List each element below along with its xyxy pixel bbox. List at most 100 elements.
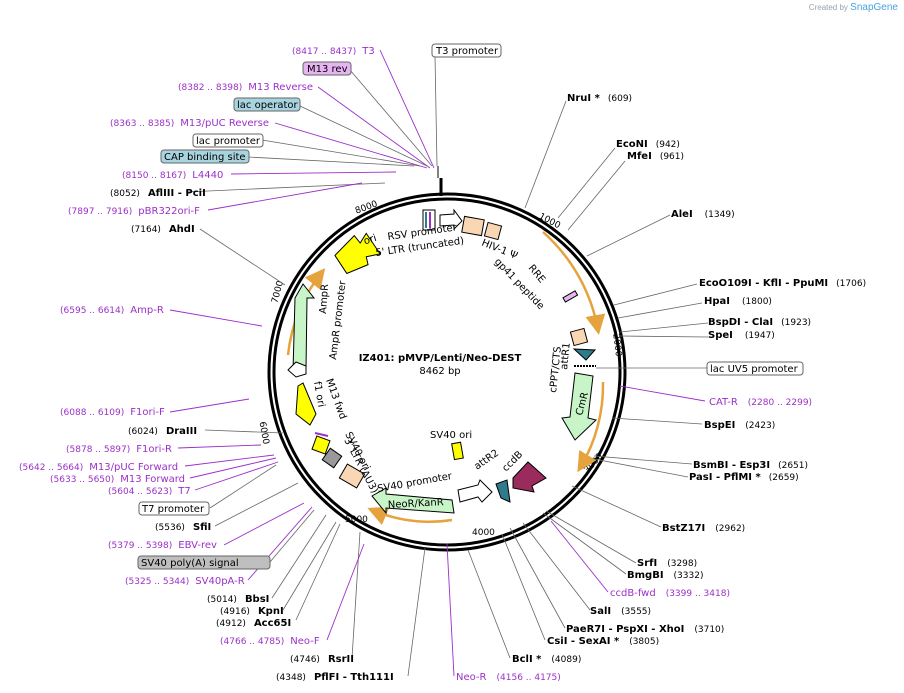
arc-lentiviral xyxy=(542,231,606,335)
ampr-promoter-feature[interactable] xyxy=(287,361,307,378)
primer-m13-puc-reverse[interactable]: (8363 .. 8385)M13/pUC Reverse xyxy=(110,118,269,129)
svg-text:MfeI(961): MfeI(961) xyxy=(627,151,684,162)
arc-neo xyxy=(367,506,453,526)
primer-f1ori-r[interactable]: (5878 .. 5897)F1ori-R xyxy=(66,444,172,455)
svg-text:(5014)BbsI: (5014)BbsI xyxy=(207,594,269,605)
primer-l4440[interactable]: (8150 .. 8167)L4440 xyxy=(122,170,223,181)
primer-leaders xyxy=(169,49,706,677)
enzyme-bmgbi[interactable]: BmgBI(3332) xyxy=(627,570,703,581)
ltr5-feature[interactable] xyxy=(461,215,485,237)
enzyme-kpni[interactable]: (4916)KpnI xyxy=(220,606,284,617)
enzyme-srfi[interactable]: SrfI(3298) xyxy=(637,558,697,569)
attr1-label: attR1 xyxy=(559,342,573,370)
enzyme-bstz17i[interactable]: BstZ17I(2962) xyxy=(662,523,745,534)
enzyme-bbsi[interactable]: (5014)BbsI xyxy=(207,594,269,605)
ampr-feature[interactable] xyxy=(292,283,316,373)
svg-text:(5325 .. 5344)SV40pA-R: (5325 .. 5344)SV40pA-R xyxy=(125,576,245,587)
enzyme-ahdi[interactable]: (7164)AhdI xyxy=(131,224,195,235)
box-leaders xyxy=(209,55,707,563)
cppt-feature[interactable] xyxy=(569,327,589,347)
svg-text:(7164)AhdI: (7164)AhdI xyxy=(131,224,195,235)
svg-text:(4746)RsrII: (4746)RsrII xyxy=(290,654,354,665)
primer-pbr322ori-f[interactable]: (7897 .. 7916)pBR322ori-F xyxy=(68,206,200,217)
t7-promoter-label: T7 promoter xyxy=(141,504,205,515)
enzyme-rsrii[interactable]: (4746)RsrII xyxy=(290,654,354,665)
sv40-polya-label: SV40 poly(A) signal xyxy=(141,558,239,569)
box-lac-operator[interactable]: lac operator xyxy=(233,97,301,112)
box-cap-site[interactable]: CAP binding site xyxy=(160,149,250,164)
enzyme-bcli[interactable]: BclI *(4089) xyxy=(512,654,581,665)
hiv-psi-feature[interactable] xyxy=(483,221,503,241)
cppt-label: cPPT/CTS xyxy=(548,346,564,393)
attr1-feature[interactable] xyxy=(572,348,597,361)
primer-neo-f[interactable]: (4766 .. 4785)Neo-F xyxy=(220,636,320,647)
box-t3-promoter[interactable]: T3 promoter xyxy=(431,43,502,58)
primer-m13-reverse[interactable]: (8382 .. 8398)M13 Reverse xyxy=(178,82,313,93)
primer-ebv-rev[interactable]: (5379 .. 5398)EBV-rev xyxy=(108,540,217,551)
attr2-feature[interactable] xyxy=(495,479,511,503)
primer-ccdb-fwd[interactable]: ccdB-fwd(3399 .. 3418) xyxy=(610,588,730,599)
primer-m13-forward[interactable]: (5633 .. 5650)M13 Forward xyxy=(50,474,185,485)
primer-amp-r[interactable]: (6595 .. 6614)Amp-R xyxy=(60,305,164,316)
cmr-feature[interactable] xyxy=(561,372,598,441)
enzyme-pflfi[interactable]: (4348)PflFI - Tth111I xyxy=(276,672,394,683)
primer-t7[interactable]: (5604 .. 5623)T7 xyxy=(108,486,191,497)
ori-feature[interactable] xyxy=(331,229,383,275)
ltr3-feature[interactable] xyxy=(338,463,366,489)
primer-sv40pa-r[interactable]: (5325 .. 5344)SV40pA-R xyxy=(125,576,245,587)
primer-t3[interactable]: (8417 .. 8437)T3 xyxy=(292,46,375,57)
enzyme-ecoo109i[interactable]: EcoO109I - KflI - PpuMI(1706) xyxy=(699,278,866,289)
enzyme-bspei[interactable]: BspEI(2423) xyxy=(704,420,775,431)
enzyme-hpai[interactable]: HpaI(1800) xyxy=(704,296,772,307)
enzyme-csii[interactable]: CsiI - SexAI *(3805) xyxy=(547,636,659,647)
ori-label: ori xyxy=(362,233,378,247)
m13-fwd-label: M13 fwd xyxy=(323,377,348,421)
primer-neo-r[interactable]: Neo-R(4156 .. 4175) xyxy=(456,672,561,683)
svg-text:(8052)AflIII - PciI: (8052)AflIII - PciI xyxy=(110,188,206,199)
svg-text:EcoNI(942): EcoNI(942) xyxy=(616,139,680,150)
sv40-polya-feature[interactable] xyxy=(321,447,343,469)
svg-text:SalI(3555): SalI(3555) xyxy=(590,606,651,617)
enzyme-mfei[interactable]: MfeI(961) xyxy=(627,151,684,162)
enzyme-nrui[interactable]: NruI *(609) xyxy=(567,93,632,104)
box-lacuv5-promoter[interactable]: lac UV5 promoter xyxy=(706,361,804,376)
primer-m13-puc-forward[interactable]: (5642 .. 5664)M13/pUC Forward xyxy=(19,462,178,473)
svg-text:(6024)DraIII: (6024)DraIII xyxy=(128,426,197,437)
svg-text:(8382 .. 8398)M13 Reverse: (8382 .. 8398)M13 Reverse xyxy=(178,82,313,93)
neokan-feature[interactable] xyxy=(371,487,455,515)
enzyme-alei[interactable]: AleI(1349) xyxy=(671,209,735,220)
tick-1000: 1000 xyxy=(537,212,562,232)
f1-ori-feature[interactable] xyxy=(295,382,317,426)
box-lac-promoter[interactable]: lac promoter xyxy=(192,133,264,148)
enzyme-sali[interactable]: SalI(3555) xyxy=(590,606,651,617)
ccdb-feature[interactable] xyxy=(512,461,547,493)
primer-cat-r[interactable]: CAT-R(2280 .. 2299) xyxy=(709,397,812,408)
enzyme-sfii[interactable]: (5536)SfiI xyxy=(155,522,211,533)
sv40-promoter-label: SV40 promoter xyxy=(377,471,454,495)
sv40-ori-left-feature[interactable] xyxy=(311,435,331,455)
enzyme-econi[interactable]: EcoNI(942) xyxy=(616,139,680,150)
gp41-feature[interactable] xyxy=(562,290,579,303)
svg-text:(5536)SfiI: (5536)SfiI xyxy=(155,522,211,533)
sv40-promoter-feature[interactable] xyxy=(457,479,493,503)
svg-text:(8417 .. 8437)T3: (8417 .. 8437)T3 xyxy=(292,46,375,57)
sv40-ori-feature[interactable] xyxy=(451,441,464,461)
enzyme-draiii[interactable]: (6024)DraIII xyxy=(128,426,197,437)
svg-text:CsiI - SexAI *(3805): CsiI - SexAI *(3805) xyxy=(547,636,659,647)
enzyme-afliii[interactable]: (8052)AflIII - PciI xyxy=(110,188,206,199)
svg-text:Neo-R(4156 .. 4175): Neo-R(4156 .. 4175) xyxy=(456,672,561,683)
primer-f1ori-f[interactable]: (6088 .. 6109)F1ori-F xyxy=(60,407,165,418)
enzyme-paer7i[interactable]: PaeR7I - PspXI - XhoI(3710) xyxy=(566,624,724,635)
enzyme-spei[interactable]: SpeI(1947) xyxy=(708,330,775,341)
box-sv40-polya[interactable]: SV40 poly(A) signal xyxy=(137,555,271,570)
enzyme-pasi[interactable]: PasI - PflMI *(2659) xyxy=(689,472,799,483)
rsv-promoter-feature[interactable] xyxy=(439,208,463,231)
box-m13-rev[interactable]: M13 rev xyxy=(302,61,352,76)
enzyme-acc65i[interactable]: (4912)Acc65I xyxy=(216,618,291,629)
enzyme-bspdi[interactable]: BspDI - ClaI(1923) xyxy=(708,317,811,328)
box-t7-promoter[interactable]: T7 promoter xyxy=(138,501,210,516)
enzyme-bsmbi[interactable]: BsmBI - Esp3I(2651) xyxy=(693,460,808,471)
svg-text:ccdB-fwd(3399 .. 3418): ccdB-fwd(3399 .. 3418) xyxy=(610,588,730,599)
tick-4000: 4000 xyxy=(472,528,495,538)
